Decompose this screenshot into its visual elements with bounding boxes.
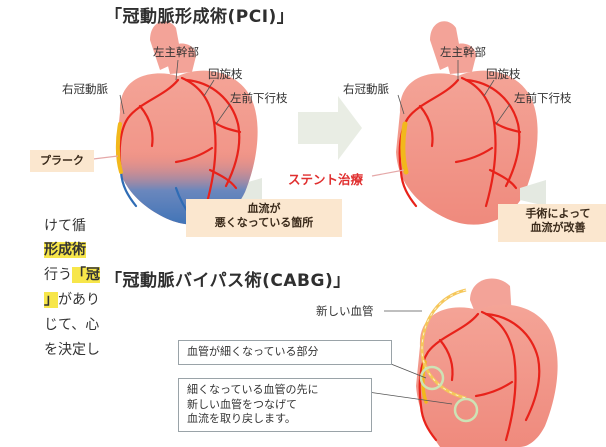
narrowed-label: 血流が 悪くなっている箇所 [186, 199, 342, 237]
pci-title: 「冠動脈形成術(PCI)」 [105, 7, 295, 27]
narrowed-part-box: 血管が細くなっている部分 [178, 340, 392, 365]
improved-line-2: 血流が改善 [530, 221, 586, 234]
body-line-4a: 」 [44, 292, 58, 308]
label-circumflex: 回旋枝 [208, 67, 243, 81]
body-line-3b: 「冠 [72, 267, 100, 283]
label-lad: 左前下行枝 [230, 91, 288, 105]
stent-mark [400, 121, 409, 175]
label-right-coronary-after: 右冠動脈 [343, 82, 389, 96]
body-line-6: を決定し [44, 342, 100, 358]
label-left-main-after: 左主幹部 [440, 45, 486, 59]
body-line-5: じて、心 [44, 317, 100, 333]
explain-line-1: 細くなっている血管の先に [187, 383, 319, 396]
heart-after [396, 21, 538, 225]
bypass-explain-box: 細くなっている血管の先に 新しい血管をつなげて 血流を取り戻します。 [178, 378, 372, 432]
label-new-vessel: 新しい血管 [316, 304, 374, 318]
plaque-mark [115, 122, 123, 174]
label-lad-after: 左前下行枝 [514, 91, 572, 105]
body-line-4b: があり [58, 292, 100, 308]
body-line-4: 」があり [44, 290, 100, 310]
body-line-3a: 行う [44, 267, 72, 283]
anastomosis-circle [419, 365, 445, 391]
improved-line-1: 手術によって [525, 207, 591, 220]
label-circumflex-after: 回旋枝 [486, 67, 521, 81]
body-line-2-text: 形成術 [44, 242, 86, 258]
narrowed-line-1: 血流が [247, 202, 281, 215]
arrow-right [298, 96, 362, 160]
narrowing-circle [453, 397, 479, 423]
stent-label: ステント治療 [288, 172, 364, 187]
heart-cabg [416, 278, 558, 447]
explain-line-3: 血流を取り戻します。 [187, 412, 296, 425]
improved-label: 手術によって 血流が改善 [498, 204, 606, 242]
body-line-1: けて循 [44, 218, 86, 234]
body-line-3: 行う「冠 [44, 265, 100, 285]
cabg-title: 「冠動脈バイパス術(CABG)」 [105, 271, 351, 291]
narrowed-line-2: 悪くなっている箇所 [214, 216, 314, 229]
explain-line-2: 新しい血管をつなげて [187, 397, 297, 411]
label-left-main: 左主幹部 [153, 45, 199, 59]
body-line-2: 形成術 [44, 240, 86, 260]
plaque-label: プラーク [30, 150, 94, 172]
label-right-coronary: 右冠動脈 [62, 82, 108, 96]
